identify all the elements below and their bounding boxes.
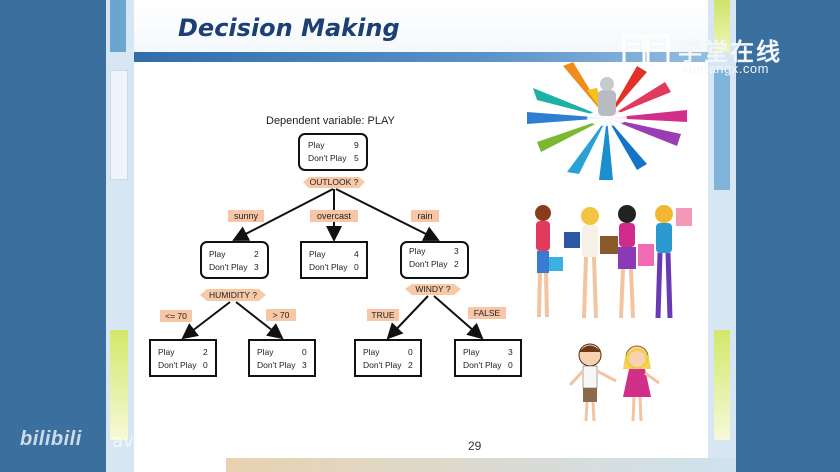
tree-leaf-2: Play 0 Don't Play 3 — [248, 339, 316, 377]
node-value: 3 — [508, 347, 513, 357]
node-label: Don't Play — [409, 259, 448, 269]
node-value: 2 — [203, 347, 208, 357]
tree-node-overcast: Play 4 Don't Play 0 — [300, 241, 368, 279]
split-windy: WINDY ? — [405, 284, 461, 295]
node-label: Play — [363, 347, 380, 357]
node-label: Play — [409, 246, 426, 256]
tree-node-sunny: Play 2 Don't Play 3 — [200, 241, 269, 279]
branch-label-false: FALSE — [474, 308, 501, 318]
node-value: 4 — [354, 249, 359, 259]
tree-leaf-1: Play 2 Don't Play 0 — [149, 339, 217, 377]
node-value: 2 — [408, 360, 413, 370]
kids-illustration — [568, 343, 660, 422]
branch-label-bg — [468, 307, 506, 319]
branch-label-bg — [228, 210, 264, 222]
branch-label-bg — [310, 210, 358, 222]
bilibili-watermark: bilibili — [20, 428, 82, 450]
node-label: Don't Play — [158, 360, 197, 370]
node-label: Play — [308, 140, 325, 150]
branch-label-le70: <= 70 — [165, 311, 187, 321]
node-value: 0 — [508, 360, 513, 370]
node-value: 0 — [203, 360, 208, 370]
header-stripe — [106, 52, 736, 62]
node-label: Don't Play — [363, 360, 402, 370]
node-label: Don't Play — [308, 153, 347, 163]
branch-label-bg — [160, 310, 192, 322]
node-value: 3 — [454, 246, 459, 256]
tree-node-root: Play 9 Don't Play 5 — [298, 133, 368, 171]
node-value: 3 — [254, 262, 259, 272]
branch-label-bg — [266, 309, 296, 321]
node-value: 2 — [254, 249, 259, 259]
split-outlook: OUTLOOK ? — [303, 177, 365, 188]
xuetangx-logo: 学堂在线 xuetangx.com — [622, 28, 794, 78]
branch-label-rain: rain — [417, 211, 432, 221]
branch-label-bg — [411, 210, 439, 222]
branch-label-overcast: overcast — [317, 211, 352, 221]
left-decor-green — [110, 330, 128, 440]
video-id-timestamp: av23933161 01:25/11:49 — [112, 431, 341, 452]
right-decor-blue — [714, 70, 730, 190]
decision-arrows-illustration — [527, 62, 687, 180]
node-label: Don't Play — [257, 360, 296, 370]
left-decor-box — [110, 70, 128, 180]
tree-caption: Dependent variable: PLAY — [266, 115, 395, 127]
node-value: 0 — [408, 347, 413, 357]
node-value: 0 — [302, 347, 307, 357]
page-number: 29 — [468, 439, 482, 453]
logo-text: 学堂在线 — [678, 39, 782, 66]
node-label: Play — [158, 347, 175, 357]
tree-leaf-4: Play 3 Don't Play 0 — [454, 339, 522, 377]
node-label: Don't Play — [309, 262, 348, 272]
logo-url: xuetangx.com — [682, 61, 769, 76]
branch-label-gt70: > 70 — [273, 310, 290, 320]
node-value: 0 — [354, 262, 359, 272]
bottom-decor-strip — [226, 458, 736, 472]
branch-label-bg — [367, 309, 399, 321]
node-value: 9 — [354, 140, 359, 150]
split-label: OUTLOOK ? — [310, 177, 359, 187]
right-decor-green — [714, 0, 730, 52]
node-label: Don't Play — [463, 360, 502, 370]
shopping-women-illustration — [535, 205, 692, 319]
branch-label-true: TRUE — [371, 310, 394, 320]
tree-node-rain: Play 3 Don't Play 2 — [400, 241, 469, 279]
right-decor-green2 — [714, 330, 730, 440]
split-humidity: HUMIDITY ? — [200, 289, 266, 301]
node-label: Play — [309, 249, 326, 259]
node-value: 5 — [354, 153, 359, 163]
node-label: Play — [463, 347, 480, 357]
node-label: Don't Play — [209, 262, 248, 272]
tree-edges — [181, 188, 484, 340]
node-label: Play — [209, 249, 226, 259]
node-label: Play — [257, 347, 274, 357]
decision-tree: Dependent variable: PLAY Play 9 Don't Pl… — [149, 62, 692, 422]
slide: Decision Making Dependent variable: PLAY — [106, 0, 736, 472]
logo-icon — [622, 34, 670, 66]
tree-leaf-3: Play 0 Don't Play 2 — [354, 339, 422, 377]
branch-label-sunny: sunny — [234, 211, 259, 221]
split-label: WINDY ? — [415, 284, 451, 294]
slide-title: Decision Making — [178, 14, 400, 42]
split-label: HUMIDITY ? — [209, 290, 257, 300]
node-value: 3 — [302, 360, 307, 370]
left-decor-blue — [110, 0, 126, 52]
node-value: 2 — [454, 259, 459, 269]
